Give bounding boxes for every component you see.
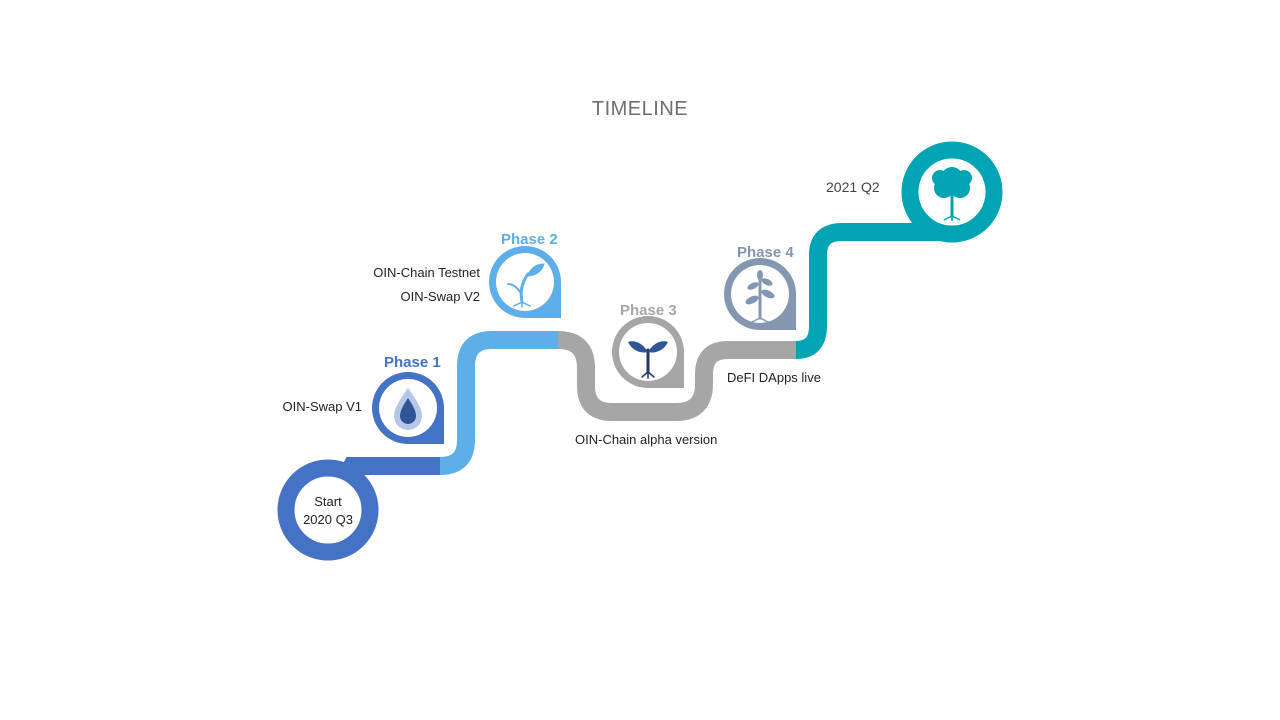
start-label: Start 2020 Q3 <box>288 494 368 528</box>
phase2-item-2: OIN-Swap V2 <box>400 289 480 304</box>
phase2-title: Phase 2 <box>501 231 558 248</box>
phase1-item: OIN-Swap V1 <box>282 399 362 414</box>
start-label-line1: Start <box>314 494 342 509</box>
tree-icon <box>932 167 972 221</box>
phase3-title: Phase 3 <box>620 302 677 319</box>
road-segment-phase4 <box>675 341 796 421</box>
start-circle <box>277 459 379 561</box>
phase1-title: Phase 1 <box>384 354 441 371</box>
page-title: TIMELINE <box>591 98 689 120</box>
sprout-icon <box>507 263 545 308</box>
water-drop-icon <box>394 388 422 430</box>
young-plant-icon <box>745 270 775 323</box>
road-segment-phase3 <box>557 331 676 421</box>
phase4-title: Phase 4 <box>737 244 794 261</box>
phase3-item: OIN-Chain alpha version <box>575 432 718 447</box>
road-segment-end <box>795 223 952 359</box>
end-label: 2021 Q2 <box>826 179 880 195</box>
start-label-line2: 2020 Q3 <box>303 512 353 527</box>
seedling-icon <box>628 341 668 379</box>
phase4-item: DeFI DApps live <box>727 370 821 385</box>
road-segment-phase2 <box>439 331 558 475</box>
phase2-item-1: OIN-Chain Testnet <box>373 265 480 280</box>
